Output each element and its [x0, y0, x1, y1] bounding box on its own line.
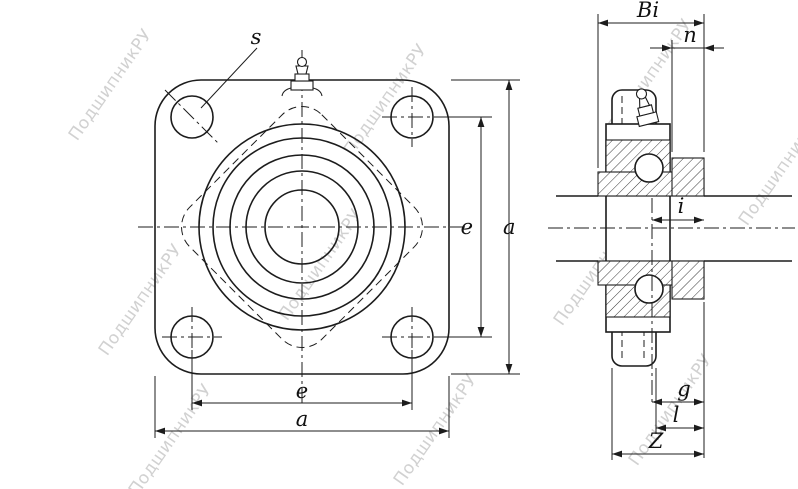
dim-a-horizontal: a: [154, 376, 450, 438]
dim-s: s: [200, 25, 262, 109]
dim-label-Z: Z: [648, 429, 664, 453]
dim-label-a-vertical: a: [503, 215, 516, 239]
dim-e-horizontal: e: [191, 350, 413, 410]
bearing-ball: [634, 153, 664, 183]
dim-label-g: g: [677, 377, 690, 401]
boss-hidden-contour: [181, 106, 423, 348]
dim-e-vertical: e: [437, 116, 492, 338]
grease-fitting-front-icon: [281, 56, 323, 97]
dim-label-e-vertical: e: [461, 215, 473, 239]
dim-Bi: Bi: [597, 0, 705, 168]
bolt-holes: [162, 87, 442, 367]
dim-label-n: n: [683, 23, 697, 47]
front-view: s e a: [138, 25, 520, 438]
dim-l: l: [655, 368, 704, 434]
dim-label-i: i: [678, 194, 685, 218]
side-view: Bi n i: [548, 0, 795, 460]
grease-fitting-side-icon: [635, 88, 660, 128]
dim-label-a-horizontal: a: [296, 407, 309, 431]
dim-label-l: l: [673, 403, 680, 427]
dim-a-vertical: a: [451, 79, 520, 375]
bearing-circles: [198, 123, 406, 331]
dim-Z: Z: [611, 368, 704, 460]
dim-label-Bi: Bi: [636, 0, 659, 22]
bearing-ball: [634, 274, 664, 304]
shaft: [556, 195, 792, 262]
dim-label-e-horizontal: e: [296, 379, 308, 403]
dim-label-s: s: [251, 25, 262, 49]
dim-g: g: [652, 302, 705, 458]
dim-i: i: [652, 194, 704, 224]
dim-n: n: [650, 23, 724, 152]
